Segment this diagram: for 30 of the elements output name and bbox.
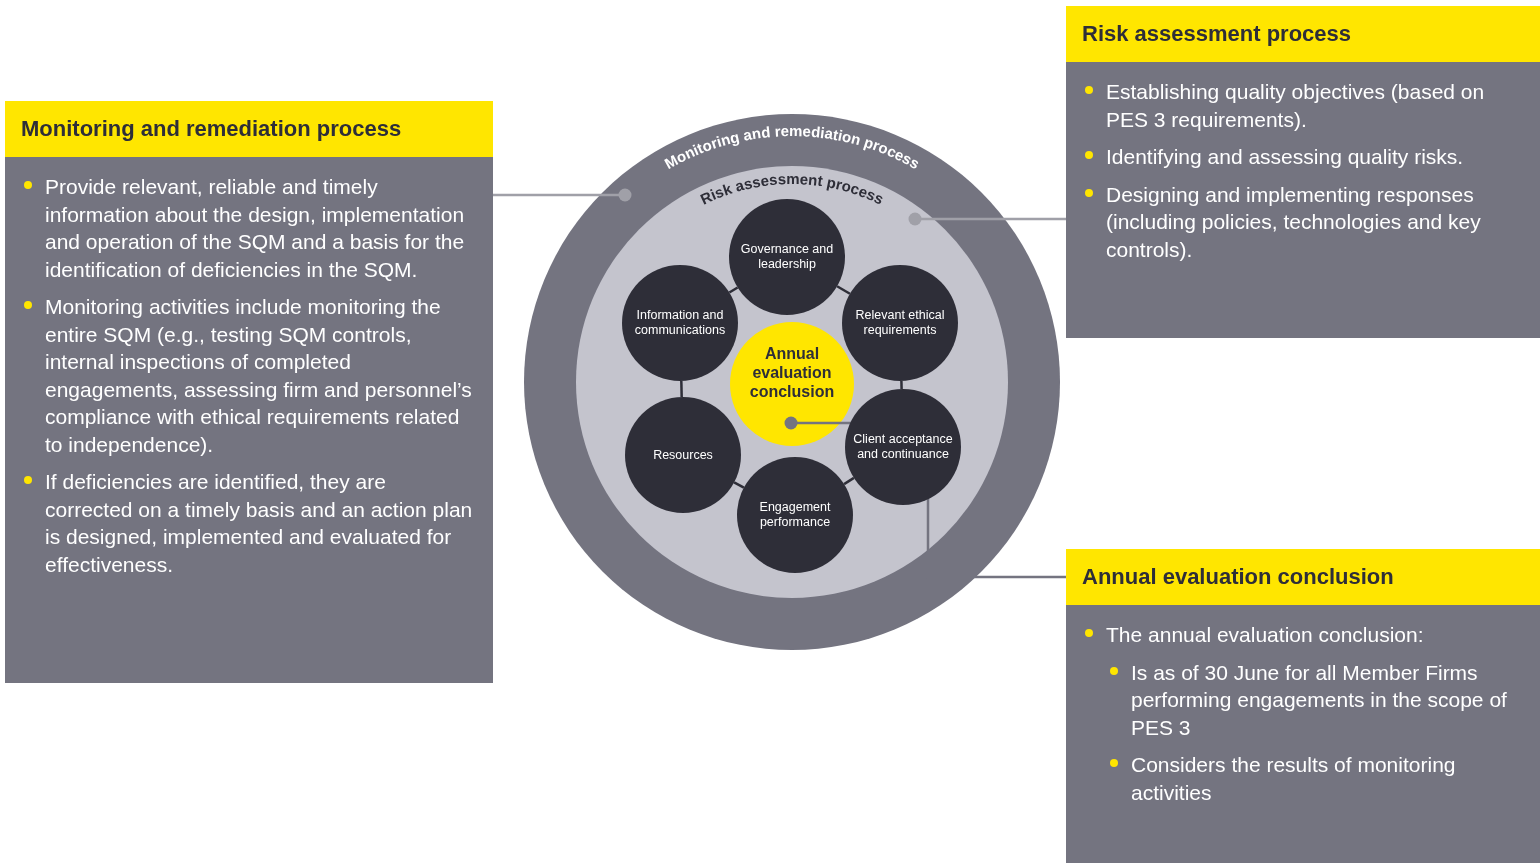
circle-node: Resources xyxy=(625,397,741,513)
bullet-text: Establishing quality objectives (based on PES 3 requirements). xyxy=(1082,78,1522,133)
circle-node: Governance and leadership xyxy=(729,199,845,315)
text-panel xyxy=(1066,6,1540,338)
panel-heading: Risk assessment process xyxy=(1066,6,1540,62)
bullet-text: Designing and implementing responses (including policies, technologies and key controls). xyxy=(1082,180,1522,263)
text-panel xyxy=(1066,549,1540,863)
circle-node: Relevant ethical requirements xyxy=(842,265,958,381)
bullet-text: Is as of 30 June for all Member Firms performing engagements in the scope of PES 3 xyxy=(1107,658,1522,741)
bullet-text: The annual evaluation conclusion: xyxy=(1082,621,1522,649)
text-panel xyxy=(5,101,493,683)
bullet-text: Considers the results of monitoring activities xyxy=(1107,751,1522,806)
connector-line xyxy=(843,476,855,486)
center-circle: Annual evaluation conclusion xyxy=(730,322,854,446)
connector-line xyxy=(733,481,745,489)
connector-line xyxy=(680,380,683,398)
bullet-text: Monitoring activities include monitoring the entire SQM (e.g., testing SQM controls, internal inspections of completed engagements, assessing firm and personnel’s compliance with ethical requirements related to independence). xyxy=(21,293,475,458)
leader-line xyxy=(908,212,1066,226)
bullet-text: Provide relevant, reliable and timely information about the design, implementation and operation of the SQM and a basis for the identification of deficiencies in the SQM. xyxy=(21,173,475,283)
bullet-text: Identifying and assessing quality risks. xyxy=(1082,143,1522,171)
circle-node: Client acceptance and continuance xyxy=(845,389,961,505)
bullet-text: If deficiencies are identified, they are corrected on a timely basis and an action plan is designed, implemented and evaluated for effectiveness. xyxy=(21,468,475,578)
leader-line xyxy=(493,188,632,202)
circle-node: Information and communications xyxy=(622,265,738,381)
connector-line xyxy=(728,286,739,294)
connector-line xyxy=(900,380,903,390)
panel-heading: Annual evaluation conclusion xyxy=(1066,549,1540,605)
panel-heading: Monitoring and remediation process xyxy=(5,101,493,157)
circle-node: Engagement performance xyxy=(737,457,853,573)
connector-line xyxy=(836,285,851,295)
